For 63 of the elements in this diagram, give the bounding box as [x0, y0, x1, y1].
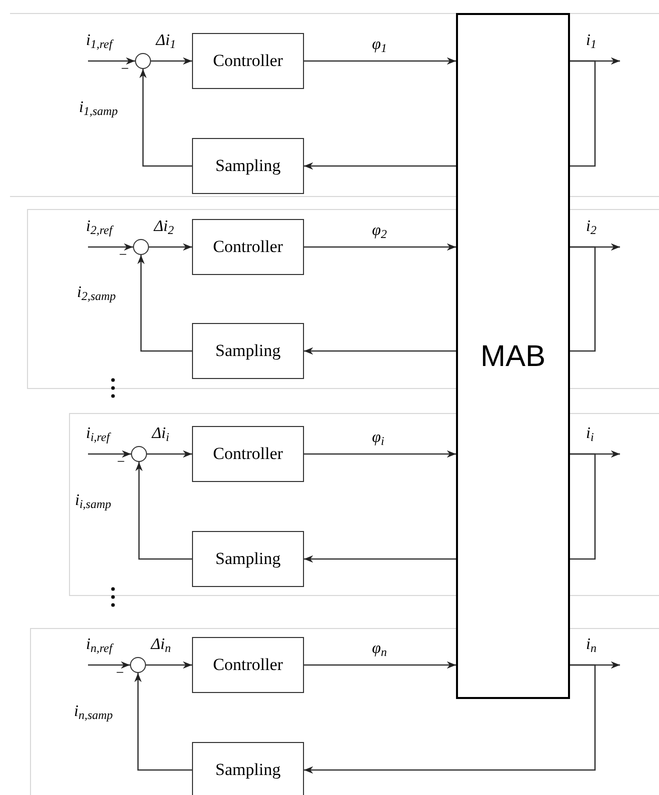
minus-sign: −	[121, 63, 129, 77]
node-label: Controller	[213, 443, 283, 466]
edge-label: i$_{1,ref}$	[86, 31, 112, 51]
edge-label: i$_{n,samp}$	[74, 702, 113, 722]
node-label: Controller	[213, 50, 283, 72]
arrow	[304, 661, 456, 669]
edge-label: i$_{2,samp}$	[77, 283, 116, 303]
node-label: Sampling	[215, 155, 281, 178]
edge-label: i$_{1,samp}$	[79, 98, 118, 118]
system-block	[456, 13, 570, 699]
edge-label: i$_{1}$	[586, 31, 596, 51]
arrow	[304, 57, 456, 65]
minus-sign: −	[116, 667, 124, 681]
arrow	[134, 673, 192, 771]
edge-label: Δi$_{1}$	[156, 31, 176, 51]
arrow	[137, 255, 192, 352]
arrow	[147, 450, 192, 458]
edge-label: φ$_{n}$	[372, 639, 387, 659]
arrow	[146, 661, 192, 669]
arrow	[139, 69, 192, 167]
process-box	[192, 33, 304, 89]
summing-junction	[131, 446, 147, 462]
process-box	[192, 742, 304, 795]
edge-label: i$_{n,ref}$	[86, 635, 112, 655]
minus-sign: −	[119, 249, 127, 263]
edge-label: i$_{i}$	[586, 424, 594, 444]
edge-label: φ$_{2}$	[372, 221, 387, 241]
edge-label: i$_{i,samp}$	[75, 490, 112, 510]
node-label: Sampling	[215, 759, 281, 782]
arrow	[151, 57, 192, 65]
edge-label: Δi$_{i}$	[152, 424, 170, 444]
arrow	[304, 243, 456, 251]
arrow	[88, 450, 131, 458]
arrow	[88, 661, 130, 669]
minus-sign: −	[117, 456, 125, 470]
node-label: Sampling	[215, 548, 281, 570]
process-box	[192, 426, 304, 482]
arrow	[135, 462, 192, 560]
summing-junction	[135, 53, 151, 69]
process-box	[192, 531, 304, 587]
node-label: Controller	[213, 654, 283, 676]
arrow	[88, 57, 135, 65]
edge-label: i$_{2,ref}$	[86, 217, 112, 237]
summing-junction	[130, 657, 146, 673]
edge-label: φ$_{i}$	[372, 428, 384, 448]
node-label: Sampling	[215, 340, 281, 362]
edge-label: i$_{i,ref}$	[86, 424, 110, 444]
edge-label: i$_{2}$	[586, 217, 596, 237]
edge-label: Δi$_{2}$	[154, 217, 174, 237]
arrow	[304, 450, 456, 458]
edge-label: i$_{n}$	[586, 635, 596, 655]
summing-junction	[133, 239, 149, 255]
arrow	[88, 243, 133, 251]
process-box	[192, 323, 304, 379]
arrow	[304, 664, 596, 774]
node-label: MAB	[480, 338, 546, 374]
node-label: Controller	[213, 236, 283, 258]
process-box	[192, 637, 304, 693]
process-box	[192, 138, 304, 194]
edge-label: Δi$_{n}$	[151, 635, 171, 655]
arrow	[149, 243, 192, 251]
process-box	[192, 219, 304, 275]
edge-label: φ$_{1}$	[372, 35, 387, 55]
